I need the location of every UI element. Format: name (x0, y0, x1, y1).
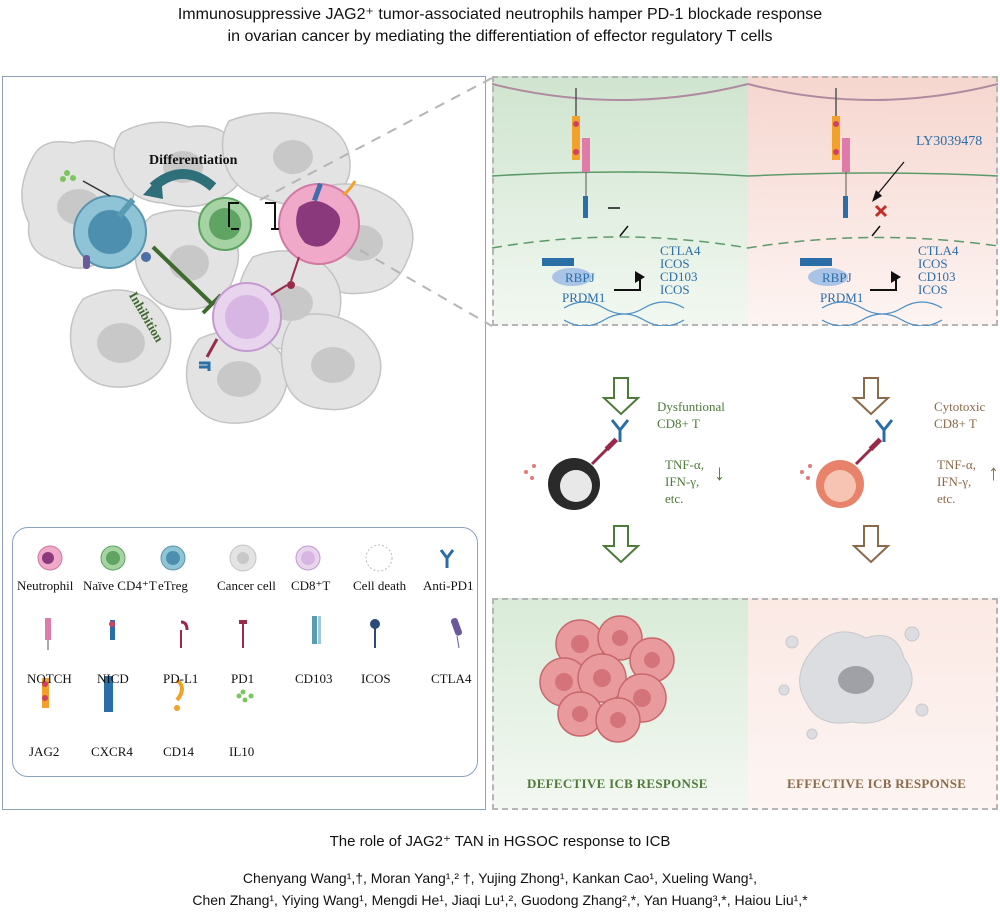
author-list-line-1: Chenyang Wang¹,†, Moran Yang¹,² †, Yujin… (242, 870, 758, 886)
prdm1-label-right: PRDM1 (820, 290, 864, 305)
legend-label-etreg: eTreg (158, 578, 188, 593)
cancer-cell-icon (229, 544, 257, 572)
legend-label-cd14: CD14 (163, 744, 195, 759)
pd1-icon (239, 620, 247, 648)
gene-ctla4: CTLA4 (660, 243, 701, 258)
differentiation-label: Differentiation (149, 153, 238, 168)
legend-label-notch: NOTCH (27, 671, 72, 686)
legend-label-il10: IL10 (229, 744, 255, 759)
inhibitor-arrow (875, 161, 905, 197)
jag2-notch-complex-left (542, 88, 685, 326)
jag2-icon (42, 678, 49, 708)
naive-cd4-t-icon (100, 545, 126, 571)
rbpj-label-right: RBPJ (822, 270, 852, 285)
cd103-icon (312, 616, 321, 644)
legend-label-pd-l1: PD-L1 (163, 671, 199, 686)
gene-icos: ICOS (660, 256, 690, 271)
gene-cd103: CD103 (918, 269, 956, 284)
increase-arrow-icon: ↑ (988, 460, 999, 485)
gene-cd103: CD103 (660, 269, 698, 284)
signaling-panel-untreated (492, 76, 748, 326)
legend-label-nicd: NICD (97, 671, 129, 686)
legend-label-naive-cd4: Naïve CD4⁺T (83, 578, 157, 593)
legend-label-ctla4: CTLA4 (431, 671, 472, 686)
tumor-scene-illustration (21, 112, 414, 424)
gene-ctla4: CTLA4 (918, 243, 959, 258)
legend-label-pd1: PD1 (231, 671, 255, 686)
legend-label-cd103: CD103 (295, 671, 333, 686)
nicd-icon (109, 620, 115, 640)
legend-label-neutrophil: Neutrophil (17, 578, 74, 593)
outcome-illustration (524, 377, 894, 564)
neutrophil-icon (37, 545, 63, 571)
cytokine-list-left: TNF-α,IFN-γ,etc. (665, 457, 704, 506)
legend-label-cell-death: Cell death (353, 578, 407, 593)
down-arrow-icon (601, 377, 641, 564)
decrease-arrow-icon: ↓ (714, 460, 725, 485)
pd-l1-icon (180, 620, 189, 648)
response-frame (492, 598, 998, 810)
gene-list-left: CTLA4 ICOS CD103 ICOS (660, 244, 700, 296)
notch-icon (45, 618, 51, 650)
figure-title-line-2: in ovarian cancer by mediating the diffe… (227, 28, 773, 45)
signaling-illustration (492, 83, 998, 326)
ctla4-icon (450, 618, 462, 649)
inhibitor-label: LY3039478 (916, 134, 983, 149)
gene-list-right: CTLA4 ICOS CD103 ICOS (918, 244, 958, 296)
legend-label-cancer-cell: Cancer cell (217, 578, 276, 593)
legend-label-cd8-t: CD8⁺T (291, 578, 331, 593)
etreg-icon (160, 545, 186, 571)
icos-icon (370, 619, 380, 648)
effective-response-label: EFFECTIVE ICB RESPONSE (787, 776, 967, 791)
legend-label-jag2: JAG2 (29, 744, 60, 759)
legend-icons (37, 544, 462, 712)
cytokine-list-right: TNF-α,IFN-γ,etc. (937, 457, 976, 506)
cxcr4-icon (104, 676, 113, 712)
legend-label-icos: ICOS (361, 671, 391, 686)
jag2-notch-complex-right (800, 88, 943, 326)
figure-title-line-1: Immunosuppressive JAG2⁺ tumor-associated… (177, 6, 823, 23)
defective-response-label: DEFECTIVE ICB RESPONSE (527, 776, 708, 791)
signaling-frame (492, 76, 998, 326)
down-arrow-icon (851, 377, 891, 564)
cell-death-icon (365, 544, 393, 572)
legend-label-cxcr4: CXCR4 (91, 744, 133, 759)
legend-label-anti-pd1: Anti-PD1 (423, 578, 474, 593)
cd14-icon (174, 678, 184, 711)
cytotoxic-cd8-t-cell (800, 419, 894, 508)
tumor-microenvironment-panel: Differentiation Inhibition Neutr (2, 76, 486, 810)
dna-helix-left (563, 301, 685, 326)
block-x-icon (874, 204, 888, 218)
il10-icon (236, 689, 254, 703)
dysfunctional-cd8-t-cell (524, 419, 630, 510)
cd8-t-icon (295, 545, 321, 571)
author-list-line-2: Chen Zhang¹, Yiying Wang¹, Mengdi He¹, J… (192, 892, 808, 908)
anti-pd1-icon (439, 549, 455, 568)
rbpj-label-left: RBPJ (565, 270, 595, 285)
gene-icos: ICOS (918, 256, 948, 271)
dna-helix-right (821, 301, 943, 326)
prdm1-label-left: PRDM1 (562, 290, 606, 305)
inhibition-line (151, 245, 215, 307)
gene-icos: ICOS (660, 282, 690, 297)
response-illustration (539, 615, 929, 743)
legend: Neutrophil Naïve CD4⁺T eTreg Cancer cell… (12, 527, 478, 777)
gene-icos: ICOS (918, 282, 948, 297)
figure-subtitle: The role of JAG2⁺ TAN in HGSOC response … (329, 833, 671, 850)
